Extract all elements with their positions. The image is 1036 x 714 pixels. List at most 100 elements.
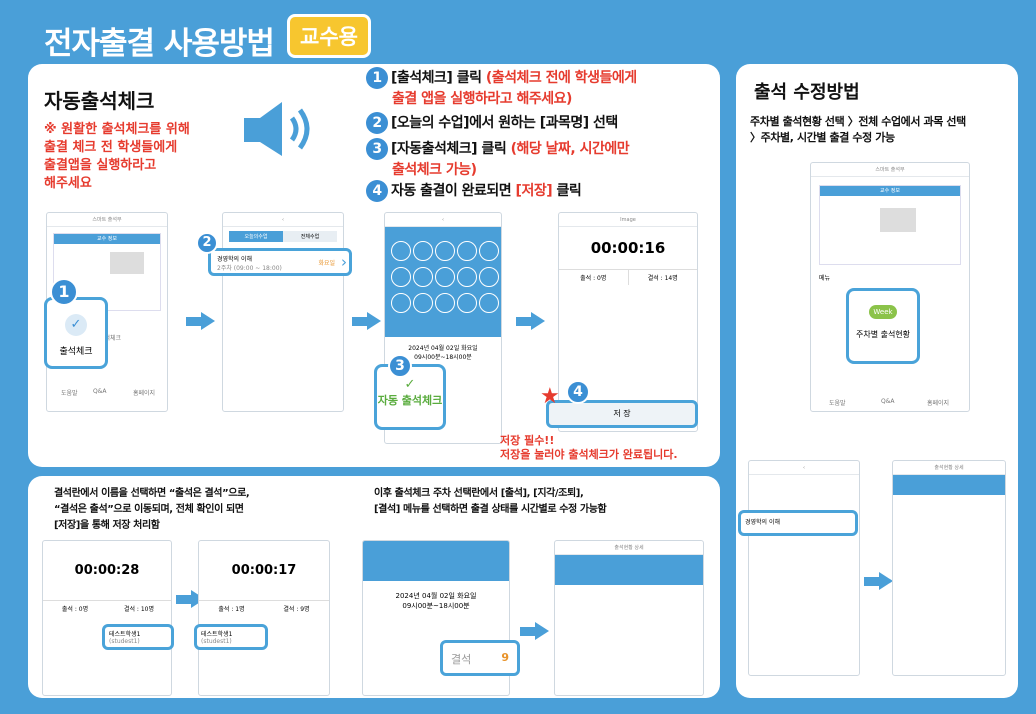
auto-attend-button[interactable]: ✓ 자동 출석체크 — [374, 364, 446, 430]
image-link[interactable]: Image — [620, 217, 636, 223]
moved-student[interactable]: 테스트학생1 (studest1) — [194, 624, 268, 650]
edit-library: 도움말 — [829, 400, 846, 407]
absent-cell[interactable]: 결석 9 — [440, 640, 520, 676]
phone3-bar: ‹ — [385, 213, 501, 227]
tab-all[interactable]: 전체수업 — [283, 231, 337, 242]
auto-note-line4: 해주세요 — [44, 176, 92, 191]
week-time: 09시00분~18시00분 — [402, 602, 470, 610]
detail-bar: 출석현황 상세 — [893, 461, 1005, 475]
attend-check-tile[interactable]: ✓ 출석체크 — [44, 297, 108, 369]
course-day: 화요일 — [318, 260, 335, 267]
phone-edit-home: 스마트 출석부 교수 정보 메뉴 도움말 Q&A 홈페이지 — [810, 162, 970, 412]
student-name: 테스트학생1 — [109, 631, 141, 638]
arrow-right-6 — [520, 622, 550, 640]
step-number-4: 4 — [366, 180, 388, 202]
course-select-name: 경영학의 이해 — [745, 519, 781, 526]
bottom-left-3: [저장]을 통해 저장 처리함 — [54, 520, 160, 531]
absent-cell-n: 9 — [501, 651, 509, 664]
step4-text: 자동 출결이 완료되면 — [391, 183, 516, 199]
save-note-1: 저장 필수!! — [500, 434, 555, 447]
course-select[interactable]: 경영학의 이해 — [738, 510, 858, 536]
time-line: 09시00분~18시00분 — [414, 354, 472, 361]
step-3: 3[자동출석체크] 클릭 (해당 날짜, 시간에만 출석체크 가능) — [366, 138, 716, 180]
present-count3: 출석 : 1명 — [218, 606, 245, 613]
speaker-icon — [244, 102, 310, 156]
arrow-right-3 — [516, 312, 546, 330]
phone-timer3: 00:00:17 출석 : 1명 결석 : 9명 — [198, 540, 330, 696]
moved-student-id: (studest1) — [201, 638, 232, 645]
edit-app-title: 스마트 출석부 — [811, 163, 969, 177]
edit-heading: 출석 수정방법 — [754, 82, 860, 103]
bottom-right-2: [결석] 메뉴를 선택하면 출결 상태를 시간별로 수정 가능함 — [374, 504, 607, 515]
menu-label: 메뉴 — [819, 275, 831, 282]
course-sub: 2주차 (09:00 ~ 18:00) — [217, 265, 282, 272]
check-icon: ✓ — [404, 377, 416, 392]
mini-label: 출석체크 — [99, 335, 122, 342]
save-note-2: 저장을 눌러야 출석체크가 완료됩니다. — [500, 448, 678, 461]
edit-desc-2: 〉주차별, 시간별 출결 수정 가능 — [750, 131, 895, 144]
step1-note: (출석체크 전에 학생들에게 — [485, 70, 637, 86]
library-label: 도움말 — [61, 390, 78, 397]
app-title: 스마트 출석부 — [47, 213, 167, 227]
save-button[interactable]: 저 장 — [546, 400, 698, 428]
chevron-right-icon: › — [341, 253, 347, 271]
detail2-title: 출석현황 상세 — [614, 545, 644, 551]
week-icon: Week — [869, 305, 897, 319]
qa-label: Q&A — [93, 388, 107, 395]
step3-note: (해당 날짜, 시간에만 — [510, 141, 630, 157]
edit-desc-1: 주차별 출석현황 선택 〉전체 수업에서 과목 선택 — [750, 115, 966, 128]
role-badge: 교수용 — [287, 14, 371, 58]
week-date: 2024년 04월 02일 화요일 — [395, 592, 477, 600]
home-label: 홈페이지 — [133, 390, 156, 397]
tab-today[interactable]: 오늘의수업 — [229, 231, 283, 242]
auto-note-line1: ※ 원활한 출석체크를 위해 — [44, 122, 190, 137]
star-icon: ★ — [540, 384, 560, 409]
checklist-icon: ✓ — [65, 314, 87, 336]
arrow-right-2 — [352, 312, 382, 330]
badge-2: 2 — [196, 232, 218, 254]
timer3: 00:00:17 — [231, 563, 297, 578]
student-row[interactable]: 테스트학생1 (studest1) — [102, 624, 174, 650]
step2-text: [오늘의 수업]에서 원하는 [과목명] 선택 — [391, 115, 618, 131]
edit-qa: Q&A — [881, 398, 895, 405]
step-number-2: 2 — [366, 112, 388, 134]
absent-count: 결석 : 14명 — [647, 275, 678, 282]
arrow-right-1 — [186, 312, 216, 330]
detail-title: 출석현황 상세 — [934, 465, 964, 471]
weekly-status-tile[interactable]: Week 주차별 출석현황 — [846, 288, 920, 364]
step-number-3: 3 — [366, 138, 388, 160]
moved-student-name: 테스트학생1 — [201, 631, 233, 638]
date-line: 2024년 04월 02일 화요일 — [408, 345, 478, 352]
timer: 00:00:16 — [590, 239, 666, 257]
student-id: (studest1) — [109, 638, 140, 645]
step-number-1: 1 — [366, 67, 388, 89]
bottom-left-1: 결석란에서 이름을 선택하면 “출석은 결석”으로, — [54, 488, 250, 499]
course-row[interactable]: 경영학의 이해 2주차 (09:00 ~ 18:00) 화요일 › — [208, 248, 352, 276]
step3-text: [자동출석체크] 클릭 — [391, 141, 511, 157]
step1-text: [출석체크] 클릭 — [391, 70, 486, 86]
attend-check-label: 출석체크 — [59, 347, 93, 357]
step3-note2: 출석체크 가능) — [392, 162, 477, 178]
badge-4: 4 — [566, 380, 590, 404]
prof-info: 교수 정보 — [54, 234, 160, 244]
phone-timer2: 00:00:28 출석 : 0명 결석 : 10명 — [42, 540, 172, 696]
page-title: 전자출결 사용방법 — [44, 26, 275, 62]
step-1: 1[출석체크] 클릭 (출석체크 전에 학생들에게 출결 앱을 실행하라고 해주… — [366, 67, 716, 109]
phone-detail: 출석현황 상세 — [892, 460, 1006, 676]
step1-note2: 출결 앱을 실행하라고 해주세요) — [392, 91, 572, 107]
phone-detail2: 출석현황 상세 — [554, 540, 704, 696]
timer2: 00:00:28 — [74, 563, 140, 578]
phone2-bar: ‹ — [223, 213, 343, 227]
edit-prof-info: 교수 정보 — [820, 186, 960, 196]
course-name: 경영학의 이해 — [217, 256, 253, 263]
phone4-bar: Image — [559, 213, 697, 227]
phone-today: ‹ 오늘의수업 전체수업 — [222, 212, 344, 412]
absent-count3: 결석 : 9명 — [283, 606, 310, 613]
detail2-bar: 출석현황 상세 — [555, 541, 703, 555]
badge-1: 1 — [50, 278, 78, 306]
absent-count2: 결석 : 10명 — [123, 606, 155, 613]
present-count2: 출석 : 0명 — [61, 606, 89, 613]
edit-home: 홈페이지 — [927, 400, 950, 407]
badge-3: 3 — [388, 354, 412, 378]
